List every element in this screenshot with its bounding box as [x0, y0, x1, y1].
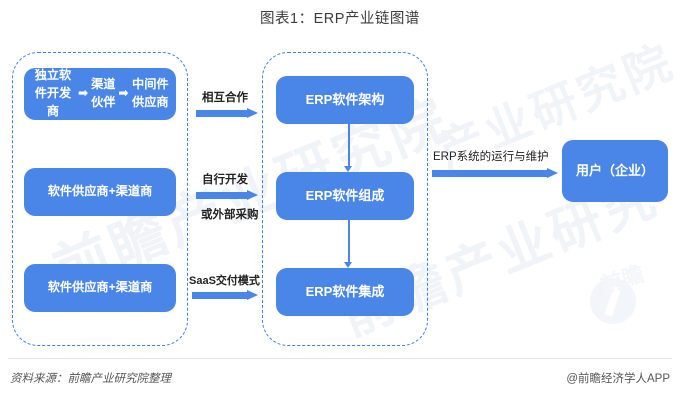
credit-note: @前瞻经济学人APP: [566, 373, 670, 385]
edge-label-self-development: 自行开发: [202, 174, 248, 186]
upstream-group-container: [12, 52, 188, 346]
node-user-enterprise[interactable]: 用户（企业）: [562, 140, 668, 202]
node-software-supplier-channel-1[interactable]: 软件供应商+渠道商: [24, 168, 176, 216]
node-erp-software-composition[interactable]: ERP软件组成: [276, 172, 414, 220]
node-label-part2: 渠道伙伴: [91, 77, 116, 109]
edge-label-mutual-cooperation: 相互合作: [202, 92, 248, 104]
edge-label-erp-operation-maintenance: ERP系统的运行与维护: [433, 151, 549, 163]
chart-title: 图表1：ERP产业链图谱: [260, 11, 420, 27]
inline-arrow-icon: ➡: [118, 86, 129, 101]
vertical-arrow-2-icon: [344, 220, 353, 268]
source-note: 资料来源：前瞻产业研究院整理: [10, 373, 171, 385]
edge-arrow-1-icon: [196, 108, 258, 119]
node-erp-software-architecture[interactable]: ERP软件架构: [276, 76, 414, 124]
node-label-part1: 独立软件开发商: [34, 68, 72, 118]
edge-arrow-4-icon: [432, 168, 558, 179]
node-erp-software-integration[interactable]: ERP软件集成: [276, 268, 414, 316]
inline-arrow-icon: ➡: [77, 86, 89, 101]
edge-arrow-3-icon: [192, 290, 258, 301]
node-label-part3: 中间件供应商: [132, 77, 169, 109]
edge-arrow-2-icon: [196, 190, 258, 201]
edge-label-external-procurement: 或外部采购: [201, 209, 259, 221]
footer-divider: [8, 358, 672, 359]
midstream-group-container: [262, 52, 428, 346]
node-independent-software-developers[interactable]: 独立软件开发商 ➡ 渠道伙伴 ➡ 中间件供应商: [24, 68, 176, 120]
vertical-arrow-1-icon: [344, 124, 353, 172]
watermark-logo-icon: [590, 278, 636, 324]
watermark-brand: 前瞻: [597, 260, 648, 299]
node-software-supplier-channel-2[interactable]: 软件供应商+渠道商: [24, 264, 176, 312]
edge-label-saas-delivery: SaaS交付模式: [189, 275, 260, 287]
